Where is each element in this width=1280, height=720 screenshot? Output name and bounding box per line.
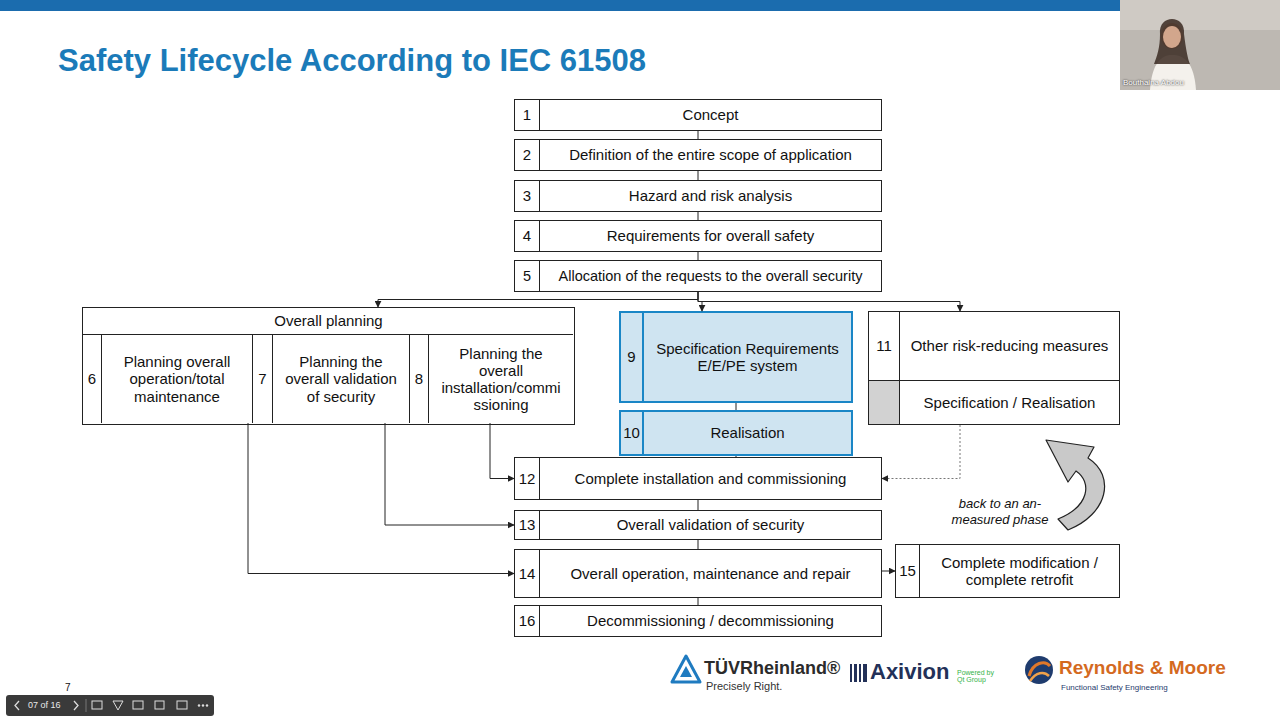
step-number: 4: [515, 221, 540, 251]
flow-connector: [698, 212, 699, 220]
slide-title: Safety Lifecycle According to IEC 61508: [58, 43, 646, 79]
measures-box: 11Other risk-reducing measuresSpecificat…: [868, 311, 1120, 425]
step-number: 13: [515, 511, 540, 539]
flow-connector: [698, 292, 960, 311]
flow-connector: [385, 423, 514, 525]
group-heading: Overall planning: [83, 308, 574, 334]
measures-row: Specification / Realisation: [869, 380, 1119, 424]
step-label: Planning the overall validation of secur…: [273, 335, 409, 423]
back-arrow: [1046, 440, 1105, 530]
step-label: Overall operation, maintenance and repai…: [540, 550, 881, 597]
step-label: Specification Requirements E/E/PE system: [644, 313, 851, 401]
phase-box: 3Hazard and risk analysis: [514, 180, 882, 212]
step-number: 14: [515, 550, 540, 597]
step-label: Planning the overall installation/commis…: [429, 335, 573, 423]
step-label: Realisation: [644, 412, 851, 454]
flow-connector: [698, 540, 699, 549]
reynolds-moore-logo-mark: [1025, 656, 1053, 684]
logo-tagline: Precisely Right.: [706, 680, 826, 693]
step-label: Hazard and risk analysis: [540, 181, 881, 211]
flow-connector: [882, 425, 960, 479]
presenter-name: Bouthaina Abdou: [1123, 78, 1223, 88]
step-number: 12: [515, 458, 540, 499]
note-text: back to an an-measured phase: [930, 496, 1070, 527]
page-number: 7: [65, 682, 85, 694]
logo-text: TÜVRheinland®: [704, 658, 834, 680]
flow-connector: [698, 292, 702, 311]
step-number: 5: [515, 261, 540, 291]
step-label: Definition of the entire scope of applic…: [540, 140, 881, 170]
step-label: Allocation of the requests to the overal…: [540, 261, 881, 291]
planning-group: Overall planning6Planning overall operat…: [82, 307, 575, 425]
flow-connector: [698, 500, 699, 510]
step-number: 2: [515, 140, 540, 170]
phase-box: 1Concept: [514, 99, 882, 131]
step-label: Other risk-reducing measures: [900, 312, 1119, 380]
presenter-video: [1120, 0, 1280, 90]
step-number: 15: [896, 545, 920, 597]
step-number: 16: [515, 606, 540, 636]
top-bar: [0, 0, 1280, 11]
phase-box: 4Requirements for overall safety: [514, 220, 882, 252]
flow-connector: [378, 292, 698, 307]
slide-toolbar: [6, 695, 214, 716]
flow-connector: [248, 423, 514, 574]
step-number: 7: [253, 335, 273, 423]
phase-box: 14Overall operation, maintenance and rep…: [514, 549, 882, 598]
logo-text: Reynolds & Moore: [1059, 657, 1234, 680]
step-label: Concept: [540, 100, 881, 130]
axivion-logo-mark: [850, 664, 867, 682]
flow-connector: [736, 403, 737, 410]
logo-tagline: Functional Safety Engineering: [1061, 683, 1221, 693]
phase-box: 13Overall validation of security: [514, 510, 882, 540]
logo-text: Axivion: [870, 659, 960, 685]
highlight-box: 9Specification Requirements E/E/PE syste…: [619, 311, 853, 403]
step-label: Complete modification / complete retrofi…: [920, 545, 1119, 597]
flow-connector: [698, 252, 699, 260]
planning-box: 7Planning the overall validation of secu…: [252, 334, 409, 423]
flow-connector: [490, 423, 514, 479]
step-label: Overall validation of security: [540, 511, 881, 539]
step-number: 6: [83, 335, 102, 423]
step-label: Requirements for overall safety: [540, 221, 881, 251]
step-number: 3: [515, 181, 540, 211]
flow-connector: [698, 598, 699, 605]
step-number: 9: [621, 313, 644, 401]
step-label: Planning overall operation/total mainten…: [102, 335, 252, 423]
phase-box: 5Allocation of the requests to the overa…: [514, 260, 882, 292]
flow-connector: [736, 456, 737, 457]
step-label: Specification / Realisation: [900, 381, 1119, 424]
step-number: 10: [621, 412, 644, 454]
planning-box: 8Planning the overall installation/commi…: [409, 334, 573, 423]
step-number: 8: [410, 335, 429, 423]
flow-connector: [698, 131, 699, 139]
slide-counter: 07 of 16: [28, 700, 74, 711]
measures-row: 11Other risk-reducing measures: [869, 312, 1119, 380]
planning-box: 6Planning overall operation/total mainte…: [83, 334, 252, 423]
flow-connector: [698, 171, 699, 180]
grey-cell: [869, 381, 900, 424]
step-label: Complete installation and commissioning: [540, 458, 881, 499]
flow-connector: [882, 571, 895, 572]
highlight-box: 10Realisation: [619, 410, 853, 456]
step-label: Decommissioning / decommissioning: [540, 606, 881, 636]
logo-tagline: Powered by Qt Group: [957, 669, 999, 684]
step-number: 11: [869, 312, 900, 380]
phase-box: 2Definition of the entire scope of appli…: [514, 139, 882, 171]
phase-box: 16Decommissioning / decommissioning: [514, 605, 882, 637]
tuv-logo-mark: [672, 656, 700, 682]
phase-box: 15Complete modification / complete retro…: [895, 544, 1120, 598]
step-number: 1: [515, 100, 540, 130]
phase-box: 12Complete installation and commissionin…: [514, 457, 882, 500]
